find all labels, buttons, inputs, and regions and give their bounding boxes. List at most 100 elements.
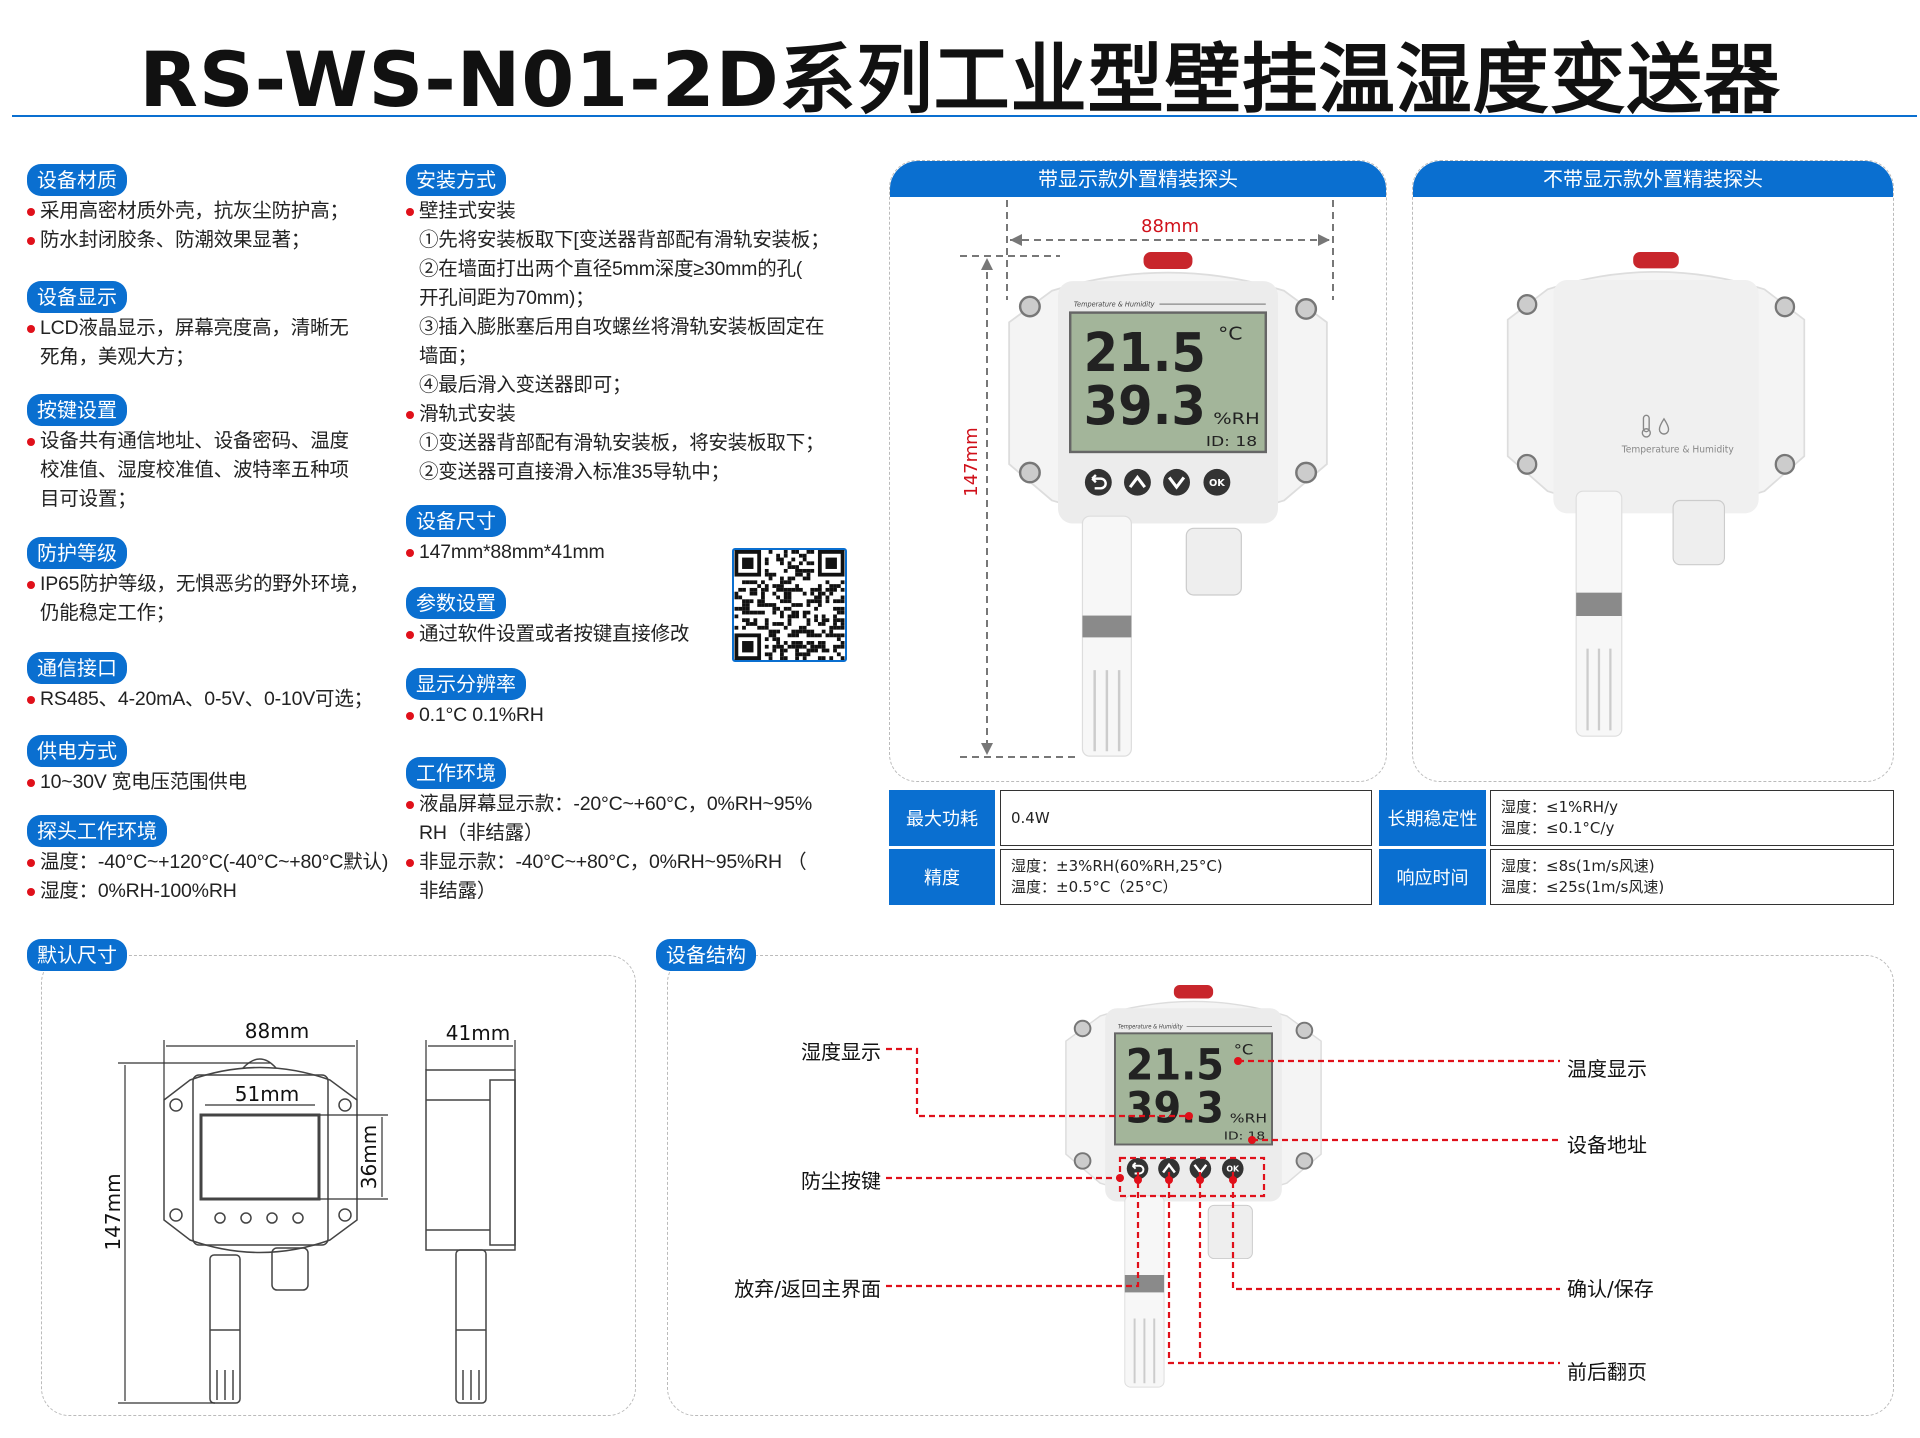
- bullet-item: 温度：-40°C~+120°C(-40°C~+80°C默认): [27, 848, 397, 877]
- width-dimension: 88mm: [1141, 216, 1199, 237]
- qr-code-icon: [734, 550, 845, 660]
- panel-display-model: 带显示款外置精装探头: [889, 160, 1387, 782]
- ok-label: OK: [1226, 1165, 1240, 1174]
- thermometer-drop-icon: [1641, 414, 1670, 438]
- lcd-humidity-unit: %RH: [1230, 1110, 1267, 1125]
- device-with-display: Temperature & Humidity 21.5 °C 39.3 %RH …: [1008, 252, 1328, 757]
- bullet-item: 设备共有通信地址、设备密码、温度: [27, 427, 397, 456]
- callout-humidity-display: 湿度显示: [801, 1040, 881, 1064]
- up-button[interactable]: [1158, 1158, 1180, 1180]
- device-without-display: Temperature & Humidity: [1506, 252, 1806, 737]
- bullet-item: LCD液晶显示，屏幕亮度高，清晰无: [27, 314, 397, 343]
- bullet-item: 滑轨式安装: [406, 400, 830, 429]
- dimension-lines: [118, 1040, 516, 1404]
- spec-value-line: 0.4W: [1011, 808, 1050, 827]
- item-continuation: ①先将安装板取下[变送器背部配有滑轨安装板；: [419, 229, 830, 251]
- section-tag: 防护等级: [27, 537, 127, 569]
- bullet-item: 采用高密材质外壳，抗灰尘防护高；: [27, 197, 397, 226]
- section-tag: 参数设置: [406, 587, 506, 619]
- spec-value: 湿度：≤8s(1m/s风速)温度：≤25s(1m/s风速): [1490, 849, 1894, 905]
- qr-code: [732, 548, 847, 662]
- lcd-screen: [1114, 1032, 1273, 1146]
- probe-band: [1124, 1275, 1165, 1293]
- back-button[interactable]: [1126, 1158, 1149, 1180]
- screw-icons: [1516, 294, 1796, 475]
- spec-label: 精度: [889, 849, 995, 905]
- probe-band: [1082, 615, 1132, 638]
- section-tag: 设备材质: [27, 164, 127, 196]
- section-tag: 设备尺寸: [406, 505, 506, 537]
- bullet-item: 10~30V 宽电压范围供电: [27, 768, 397, 797]
- spec-value-line: 温度：±0.5°C（25°C）: [1011, 878, 1178, 896]
- section-tag: 探头工作环境: [27, 815, 167, 847]
- item-continuation: 开孔间距为70mm)；: [419, 287, 595, 309]
- height-dimension: 147mm: [101, 1173, 125, 1250]
- bullet-item: 液晶屏幕显示款：-20°C~+60°C，0%RH~95%: [406, 790, 812, 819]
- item-continuation: 非结露）: [419, 880, 497, 902]
- item-continuation: ②变送器可直接滑入标准35导轨中；: [419, 461, 730, 483]
- spec-value-line: 温度：≤25s(1m/s风速): [1501, 878, 1665, 896]
- screen-width-dimension: 51mm: [235, 1082, 299, 1106]
- ok-button[interactable]: OK: [1203, 468, 1231, 496]
- dimension-lines: [960, 200, 1334, 758]
- structure-tag: 设备结构: [656, 939, 756, 971]
- chevron-up-icon: [1128, 474, 1146, 489]
- item-continuation: 仍能稳定工作；: [40, 602, 176, 624]
- item-continuation: RH（非结露）: [419, 822, 544, 844]
- callout-dots: [1116, 1057, 1256, 1184]
- feature-section: 工作环境液晶屏幕显示款：-20°C~+60°C，0%RH~95%RH（非结露）非…: [406, 757, 812, 906]
- front-view-outline: [163, 1058, 358, 1404]
- lcd-device-id: ID: 18: [1206, 435, 1257, 450]
- lcd-label: Temperature & Humidity: [1118, 1025, 1183, 1031]
- bullet-item: 通过软件设置或者按键直接修改: [406, 620, 689, 649]
- callout-temperature-display: 温度显示: [1567, 1057, 1647, 1081]
- spec-value: 0.4W: [1000, 790, 1372, 846]
- section-tag: 显示分辨率: [406, 668, 526, 700]
- hanging-tab: [1143, 252, 1193, 269]
- dimension-drawing: 88mm 51mm 36mm 147mm 41mm: [101, 1019, 516, 1404]
- back-button[interactable]: [1084, 468, 1112, 496]
- probe-vents: [1586, 648, 1612, 731]
- page-title: RS-WS-N01-2D系列工业型壁挂温湿度变送器: [139, 35, 1781, 124]
- bullet-item: IP65防护等级，无惧恶劣的野外环境，: [27, 570, 397, 599]
- item-continuation: ①变送器背部配有滑轨安装板，将安装板取下；: [419, 432, 825, 454]
- chevron-down-icon: [1168, 476, 1186, 490]
- brand-logo-text: Temperature & Humidity: [1621, 445, 1734, 456]
- lcd-temperature: 21.5: [1084, 321, 1206, 384]
- feature-section: 设备材质采用高密材质外壳，抗灰尘防护高；防水封闭胶条、防潮效果显著；: [27, 164, 397, 255]
- item-continuation: 死角，美观大方；: [40, 346, 195, 368]
- cable-gland: [1207, 1204, 1253, 1260]
- item-continuation: 墙面；: [419, 345, 477, 367]
- lcd-temperature-unit: °C: [1218, 323, 1242, 344]
- ok-label: OK: [1209, 478, 1225, 489]
- down-button[interactable]: [1163, 468, 1190, 496]
- up-button[interactable]: [1124, 468, 1151, 496]
- height-dimension: 147mm: [961, 427, 982, 496]
- section-tag: 设备显示: [27, 281, 127, 313]
- lcd-humidity: 39.3: [1126, 1084, 1224, 1134]
- callout-dustproof-buttons: 防尘按键: [801, 1169, 881, 1193]
- item-continuation: ②在墙面打出两个直径5mm深度≥30mm的孔(: [419, 258, 803, 280]
- device-structure: Temperature & Humidity 21.5 °C 39.3 %RH …: [1065, 985, 1322, 1388]
- section-tag: 安装方式: [406, 164, 506, 196]
- cable-gland: [1672, 499, 1726, 566]
- panel-dimensions: [41, 955, 636, 1416]
- spec-label: 响应时间: [1379, 849, 1486, 905]
- bullet-item: 壁挂式安装: [406, 197, 830, 226]
- section-tag: 按键设置: [27, 394, 127, 426]
- panel-display-header: 带显示款外置精装探头: [890, 161, 1386, 197]
- callout-device-address: 设备地址: [1567, 1133, 1647, 1157]
- bullet-item: 非显示款：-40°C~+80°C，0%RH~95%RH （: [406, 848, 812, 877]
- item-continuation: ③插入膨胀塞后用自攻螺丝将滑轨安装板固定在: [419, 316, 825, 338]
- bullet-item: 湿度：0%RH-100%RH: [27, 877, 397, 906]
- ok-button[interactable]: OK: [1221, 1158, 1244, 1180]
- dimensions-tag: 默认尺寸: [27, 939, 127, 971]
- back-icon: [1091, 474, 1107, 490]
